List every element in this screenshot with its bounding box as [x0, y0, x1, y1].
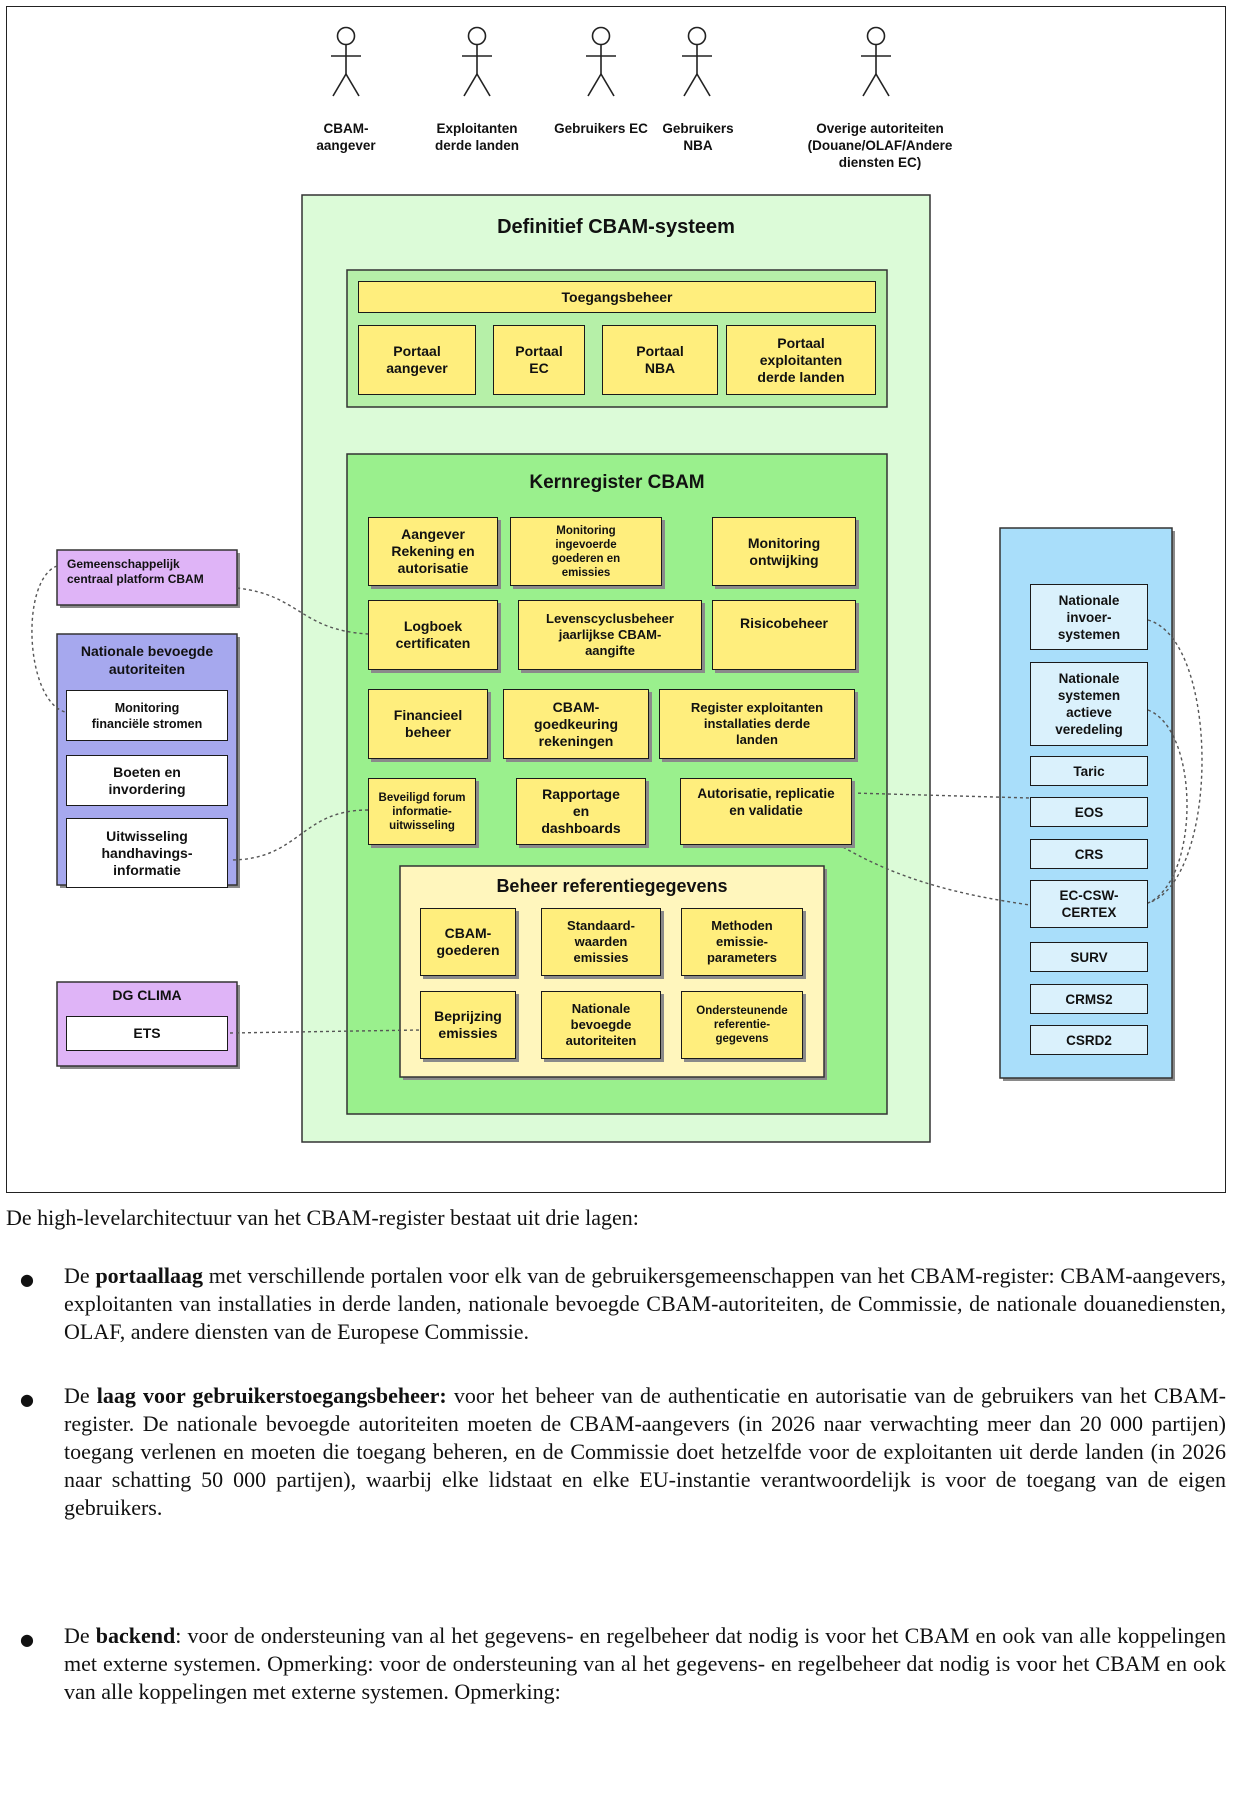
- external-ec-csw-certex: EC-CSW- CERTEX: [1030, 880, 1148, 928]
- bullet-toegangsbeheer: De laag voor gebruikerstoegangsbeheer: v…: [64, 1382, 1226, 1522]
- reference-box-nationale-autoriteiten: Nationale bevoegde autoriteiten: [541, 991, 661, 1059]
- actor-label-exploitanten: Exploitanten derde landen: [434, 121, 520, 153]
- actor-label-overige: Overige autoriteiten (Douane/OLAF/Andere…: [807, 121, 953, 170]
- dashed-connectors: [31, 565, 1203, 1034]
- connector-invoer-certex: [1147, 619, 1203, 904]
- external-crs: CRS: [1030, 839, 1148, 869]
- external-crms2: CRMS2: [1030, 984, 1148, 1014]
- connector-platform-logboek: [236, 587, 369, 635]
- external-taric: Taric: [1030, 756, 1148, 786]
- connector-forum-uitwisseling: [229, 809, 369, 861]
- external-nationale-veredeling: Nationale systemen actieve veredeling: [1030, 662, 1148, 746]
- reference-box-beprijzing: Beprijzing emissies: [420, 991, 516, 1059]
- bullet-2-bold: laag voor gebruikerstoegangsbeheer:: [96, 1383, 447, 1408]
- reference-box-methoden: Methoden emissie- parameters: [681, 908, 803, 976]
- core-box-monitoring-ontwijking: Monitoring ontwijking: [712, 517, 856, 586]
- bullet-2-prefix: De: [64, 1383, 97, 1408]
- actor-figures: [331, 26, 891, 97]
- bullet-3-bold: backend: [95, 1623, 176, 1648]
- core-box-register-exploitanten: Register exploitanten installaties derde…: [659, 689, 855, 759]
- actor-figure-3: [586, 26, 616, 97]
- platform-label: Gemeenschappelijk centraal platform CBAM: [67, 557, 204, 586]
- connector-autorisatie-certex: [842, 846, 1031, 906]
- core-box-goedkeuring-rekeningen: CBAM- goedkeuring rekeningen: [503, 689, 649, 759]
- core-box-aangever-rekening: Aangever Rekening en autorisatie: [368, 517, 498, 586]
- bullet-marker-2: ●: [20, 1390, 34, 1409]
- portal-nba-box: Portaal NBA: [602, 325, 718, 395]
- core-register-title: Kernregister CBAM: [529, 472, 705, 493]
- core-box-autorisatie-replicatie: Autorisatie, replicatie en validatie: [680, 778, 852, 845]
- actor-figure-1: [331, 26, 361, 97]
- dgclima-ets-box: ETS: [66, 1016, 228, 1051]
- bullet-3-text: : voor de ondersteuning van al het gegev…: [64, 1623, 1226, 1704]
- bullet-3-prefix: De: [64, 1623, 96, 1648]
- core-box-levenscyclusbeheer: Levenscyclusbeheer jaarlijkse CBAM- aang…: [518, 600, 702, 670]
- actor-figure-4: [682, 26, 712, 97]
- portal-ec-box: Portaal EC: [493, 325, 585, 395]
- external-eos: EOS: [1030, 797, 1148, 827]
- portal-aangever-box: Portaal aangever: [358, 325, 476, 395]
- nba-item-uitwisseling: Uitwisseling handhavings- informatie: [66, 818, 228, 888]
- bullet-2-text: voor het beheer van de authenticatie en …: [64, 1383, 1226, 1520]
- diagram-frame: [6, 6, 1226, 1193]
- bullet-1-prefix: De: [64, 1263, 96, 1288]
- dgclima-title: DG CLIMA: [112, 987, 182, 1003]
- actor-figure-5: [861, 26, 891, 97]
- actor-figure-2: [462, 26, 492, 97]
- actor-label-gebruikers-ec: Gebruikers EC: [554, 121, 648, 136]
- core-box-financieel-beheer: Financieel beheer: [368, 689, 488, 759]
- external-surv: SURV: [1030, 942, 1148, 972]
- core-box-rapportage: Rapportage en dashboards: [516, 778, 646, 845]
- bullet-1-text: met verschillende portalen voor elk van …: [64, 1263, 1226, 1344]
- core-box-monitoring-goederen: Monitoring ingevoerde goederen en emissi…: [510, 517, 662, 586]
- nba-title: Nationale bevoegde autoriteiten: [80, 643, 214, 677]
- bullet-1-bold: portaallaag: [95, 1263, 203, 1288]
- actor-label-aangever: CBAM- aangever: [316, 121, 376, 153]
- portal-exploitanten-box: Portaal exploitanten derde landen: [726, 325, 876, 395]
- intro-paragraph: De high-levelarchitectuur van het CBAM-r…: [6, 1205, 639, 1230]
- bullet-backend: De backend: voor de ondersteuning van al…: [64, 1622, 1226, 1706]
- bullet-marker-1: ●: [20, 1270, 34, 1289]
- bullet-portaallaag: De portaallaag met verschillende portale…: [64, 1262, 1226, 1346]
- external-csrd2: CSRD2: [1030, 1025, 1148, 1055]
- core-box-logboek-certificaten: Logboek certificaten: [368, 600, 498, 670]
- core-box-beveiligd-forum: Beveiligd forum informatie- uitwisseling: [368, 778, 476, 845]
- actor-label-gebruikers-nba: Gebruikers NBA: [662, 121, 734, 153]
- reference-box-cbam-goederen: CBAM- goederen: [420, 908, 516, 976]
- reference-data-title: Beheer referentiegegevens: [496, 876, 728, 896]
- nba-item-monitoring: Monitoring financiële stromen: [66, 690, 228, 741]
- external-nationale-invoersystemen: Nationale invoer- systemen: [1030, 584, 1148, 650]
- reference-box-standaardwaarden: Standaard- waarden emissies: [541, 908, 661, 976]
- core-box-risicobeheer: Risicobeheer: [712, 600, 856, 670]
- nba-item-boeten: Boeten en invordering: [66, 755, 228, 806]
- access-management-box: Toegangsbeheer: [358, 281, 876, 313]
- system-title: Definitief CBAM-systeem: [497, 216, 735, 238]
- reference-box-ondersteunende: Ondersteunende referentie- gegevens: [681, 991, 803, 1059]
- bullet-marker-3: ●: [20, 1630, 34, 1649]
- connector-veredeling-certex: [1147, 709, 1188, 904]
- connector-ets-beprijzing: [229, 1029, 421, 1034]
- platform-box: [56, 549, 238, 606]
